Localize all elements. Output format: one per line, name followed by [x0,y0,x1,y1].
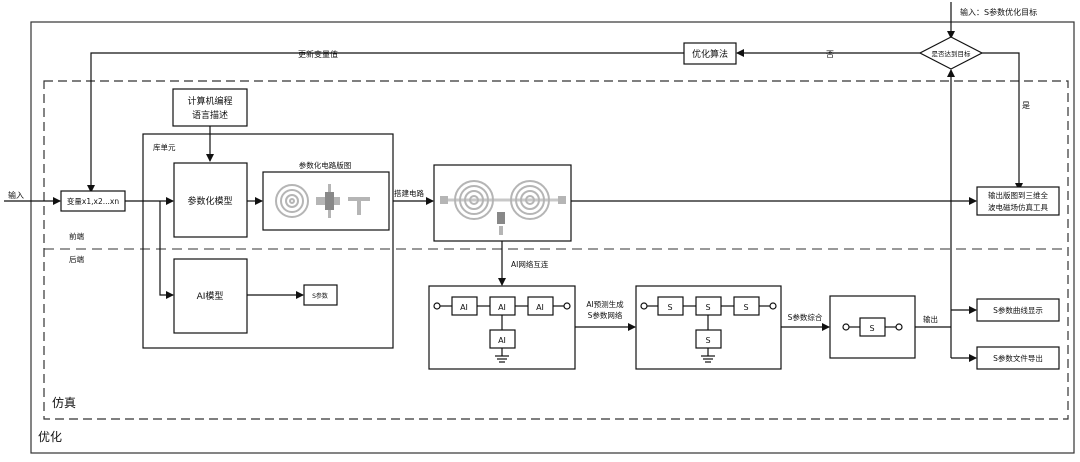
s-node-4: S [705,336,710,345]
ai-predict-line2: S参数网络 [588,310,623,320]
library-unit-box [142,133,394,349]
param-model-box[interactable] [173,162,248,238]
param-model-label: 参数化模型 [187,195,232,207]
front-end-label: 前端 [69,231,84,241]
param-layout-label: 参数化电路版图 [299,160,352,170]
s-curve-label: S参数曲线显示 [993,305,1043,315]
variables-label: 变量x1,x2...xn [67,196,119,206]
yes-label: 是 [1022,101,1030,110]
s-node-3: S [743,303,748,312]
top-input-label: 输入：S参数优化目标 [960,7,1037,17]
s-param-small-box[interactable] [303,284,338,306]
code-desc-line1: 计算机编程 [187,95,232,107]
update-label: 更新变量值 [298,49,338,59]
output-layout-line2: 波电磁场仿真工具 [988,202,1048,212]
simulation-label: 仿真 [52,396,76,410]
spiral-inductor-graphic [275,184,309,218]
ai-model-box[interactable] [173,258,248,334]
input-label: 输入 [8,190,24,200]
s-node-1: S [667,303,672,312]
code-desc-box[interactable] [172,88,248,127]
build-circuit-label: 搭建电路 [394,188,424,198]
s-combined-node: S [869,324,874,333]
ai-node-1: AI [460,303,468,312]
ai-interconnect-label: AI网络互连 [511,259,549,269]
s-combine-label: S参数综合 [788,312,823,322]
decision-label: 是否达到目标 [932,49,972,58]
optimizer-label: 优化算法 [692,48,728,60]
optimization-label: 优化 [38,430,62,444]
ai-node-2: AI [498,303,506,312]
output-layout-line1: 输出版图到三维全 [988,190,1048,200]
output-label: 输出 [923,314,938,324]
built-circuit-graphic [440,180,566,235]
no-label: 否 [826,50,834,59]
s-combined-graphic [842,317,903,337]
s-file-box[interactable] [976,346,1060,370]
ai-model-label: AI模型 [197,291,224,302]
s-curve-box[interactable] [976,298,1060,322]
layout-components-graphic [316,184,370,218]
code-desc-line2: 语言描述 [192,109,228,121]
ai-node-4: AI [498,336,506,345]
s-file-label: S参数文件导出 [993,353,1043,363]
simulation-frame [43,80,1069,420]
back-end-label: 后端 [69,254,84,264]
output-layout-box[interactable] [976,186,1060,216]
ai-predict-line1: AI预测生成 [586,299,624,309]
optimization-frame [30,21,1075,454]
ai-node-3: AI [536,303,544,312]
s-network-graphic [640,296,777,363]
ai-network-graphic [433,296,571,363]
library-unit-label: 库单元 [153,142,176,152]
s-param-small-label: S参数 [312,292,328,300]
s-node-2: S [705,303,710,312]
